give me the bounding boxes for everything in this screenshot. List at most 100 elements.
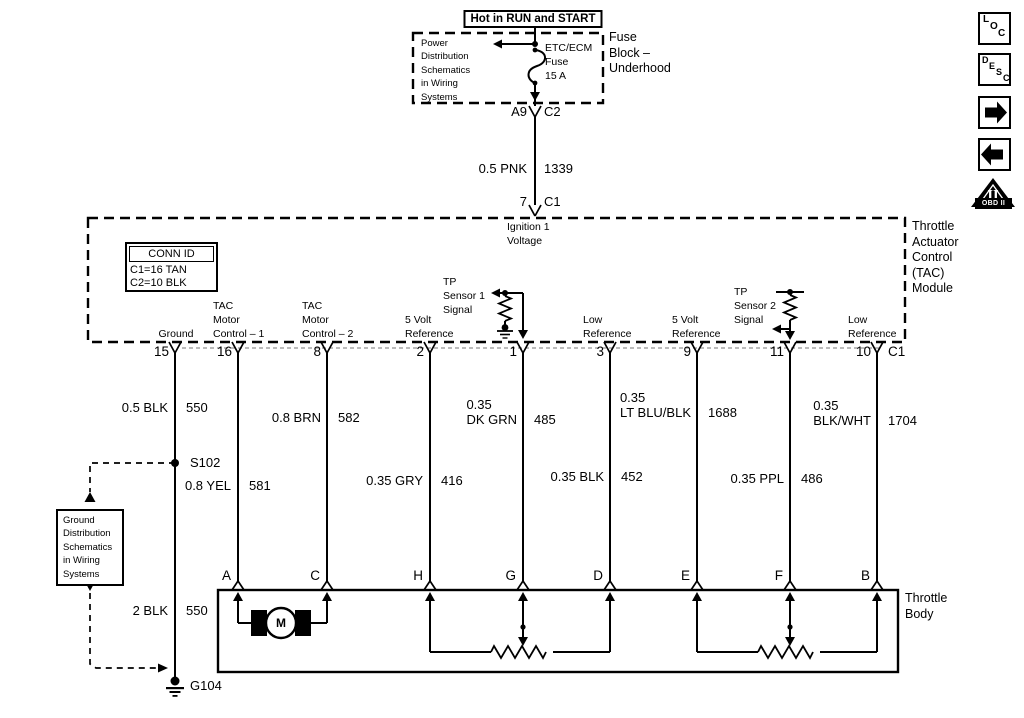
connector-a9-c2 <box>528 105 542 118</box>
fn-5v-ref-b: 5 Volt Reference <box>672 314 721 340</box>
fn-ground: Ground <box>158 328 194 340</box>
w1-circuit: 485 <box>534 412 556 427</box>
throttle-body-box <box>216 588 900 674</box>
terminal-e: E <box>680 568 690 583</box>
conn-id-title: CONN ID <box>129 246 214 262</box>
internal-ground-icon <box>501 324 509 331</box>
ground-icon-g104 <box>166 676 184 697</box>
pin-2: 2 <box>416 344 424 359</box>
motor-brush-right <box>295 610 311 636</box>
loc-letter-o: O <box>990 21 998 32</box>
conn-id-box: CONN ID C1=16 TAN C2=10 BLK <box>125 242 218 292</box>
terminal-c: C <box>310 568 320 583</box>
fn-low-ref-b: Low Reference <box>848 314 897 340</box>
w2-circuit: 416 <box>441 473 463 488</box>
motor-letter: M <box>276 616 286 630</box>
w16-circuit: 581 <box>249 478 271 493</box>
fuse-output-arrow <box>530 92 540 101</box>
obd2-label: OBD II <box>975 198 1012 209</box>
motor-brush-left <box>251 610 267 636</box>
ground-ref-box: Ground Distribution Schematics in Wiring… <box>56 509 124 587</box>
prev-page-button[interactable] <box>978 138 1011 171</box>
connector-forks <box>168 105 884 591</box>
ref-arrow-right <box>158 663 168 673</box>
potentiometer-1 <box>429 601 611 660</box>
w9-label: 0.35 LT BLU/BLK <box>619 390 691 421</box>
desc-letter-s: S <box>996 67 1003 77</box>
pot1-wiper-arrow <box>518 637 528 646</box>
desc-letter-c: C <box>1003 73 1010 83</box>
conn-c2: C2 <box>544 104 561 119</box>
loc-letter-c: C <box>998 28 1006 39</box>
tac-module-title: Throttle Actuator Control (TAC) Module <box>912 219 959 295</box>
w15-circuit: 550 <box>186 400 208 415</box>
conn-c1-bottom: C1 <box>888 344 906 359</box>
fn-5v-ref-a: 5 Volt Reference <box>405 314 454 340</box>
pin-11: 11 <box>769 344 784 359</box>
pin-10: 10 <box>855 344 871 359</box>
desc-letter-d: D <box>982 55 989 65</box>
conn-id-row2: C2=10 BLK <box>130 277 187 289</box>
pin-15: 15 <box>153 344 169 359</box>
fn-tac-motor-1: TAC Motor Control – 1 <box>213 300 265 340</box>
fuse-icon <box>527 49 546 84</box>
tp2-signal-arrow <box>772 324 781 334</box>
pin-7: 7 <box>519 194 527 209</box>
wg-label: 2 BLK <box>132 603 168 618</box>
ignition-voltage-label: Ignition 1 Voltage <box>507 221 550 247</box>
splice-dot-s102 <box>171 459 179 467</box>
fuse-block-title: Fuse Block – Underhood <box>609 30 671 75</box>
terminal-g: G <box>505 568 516 583</box>
terminal-h: H <box>413 568 423 583</box>
tp-sensor2-label: TP Sensor 2 Signal <box>734 286 777 326</box>
prev-arrow-icon <box>981 143 1003 166</box>
fuse-label: ETC/ECM Fuse 15 A <box>545 42 593 82</box>
connector-pin7-c1 <box>528 204 542 217</box>
desc-button[interactable]: D E S C <box>978 53 1011 86</box>
next-arrow-icon <box>985 101 1007 124</box>
ground-ref-dashed-path <box>89 462 175 669</box>
fuse-block-box <box>411 31 605 105</box>
fuse-block-schematics-ref: Power Distribution Schematics in Wiring … <box>421 38 471 103</box>
branch-arrow-left <box>493 39 502 49</box>
tac-module-box <box>86 216 907 344</box>
tp1-pin-arrow <box>518 330 528 339</box>
motor-circuit <box>237 601 328 640</box>
pin-9: 9 <box>683 344 691 359</box>
loc-button[interactable]: L O C <box>978 12 1011 45</box>
w8-label: 0.8 BRN <box>271 410 321 425</box>
w3-circuit: 452 <box>621 469 643 484</box>
conn-c1-top: C1 <box>544 194 561 209</box>
fn-low-ref-a: Low Reference <box>583 314 632 340</box>
terminal-d: D <box>593 568 603 583</box>
w15-label: 0.5 BLK <box>121 400 168 415</box>
pin-16: 16 <box>216 344 232 359</box>
w10-circuit: 1704 <box>888 413 917 428</box>
pin-3: 3 <box>596 344 604 359</box>
terminal-a: A <box>221 568 231 583</box>
terminal-f: F <box>774 568 783 583</box>
tp1-signal-arrow <box>491 288 500 298</box>
wire-pnk-label: 0.5 PNK <box>478 161 527 176</box>
wg-circuit: 550 <box>186 603 208 618</box>
wire-pnk-circuit: 1339 <box>544 161 573 176</box>
resistor-tp2 <box>781 294 799 321</box>
fn-tac-motor-2: TAC Motor Control – 2 <box>302 300 354 340</box>
ground-g104-label: G104 <box>190 678 222 693</box>
tp-sensor1-circuit <box>496 292 524 339</box>
desc-letter-e: E <box>989 61 996 71</box>
tp-sensor1-label: TP Sensor 1 Signal <box>443 276 486 316</box>
pot2-wiper-arrow <box>785 637 795 646</box>
ref-arrow-up <box>84 492 96 502</box>
throttle-body-title: Throttle Body <box>905 591 948 621</box>
w9-circuit: 1688 <box>708 405 737 420</box>
pin-1: 1 <box>509 344 517 359</box>
next-page-button[interactable] <box>978 96 1011 129</box>
pin-a9: A9 <box>511 104 527 119</box>
splice-s102-label: S102 <box>190 455 221 470</box>
junctions-and-arrows <box>84 39 882 697</box>
power-source-label: Hot in RUN and START <box>463 10 603 28</box>
pin-8: 8 <box>313 344 321 359</box>
resistor-tp1 <box>496 295 514 322</box>
